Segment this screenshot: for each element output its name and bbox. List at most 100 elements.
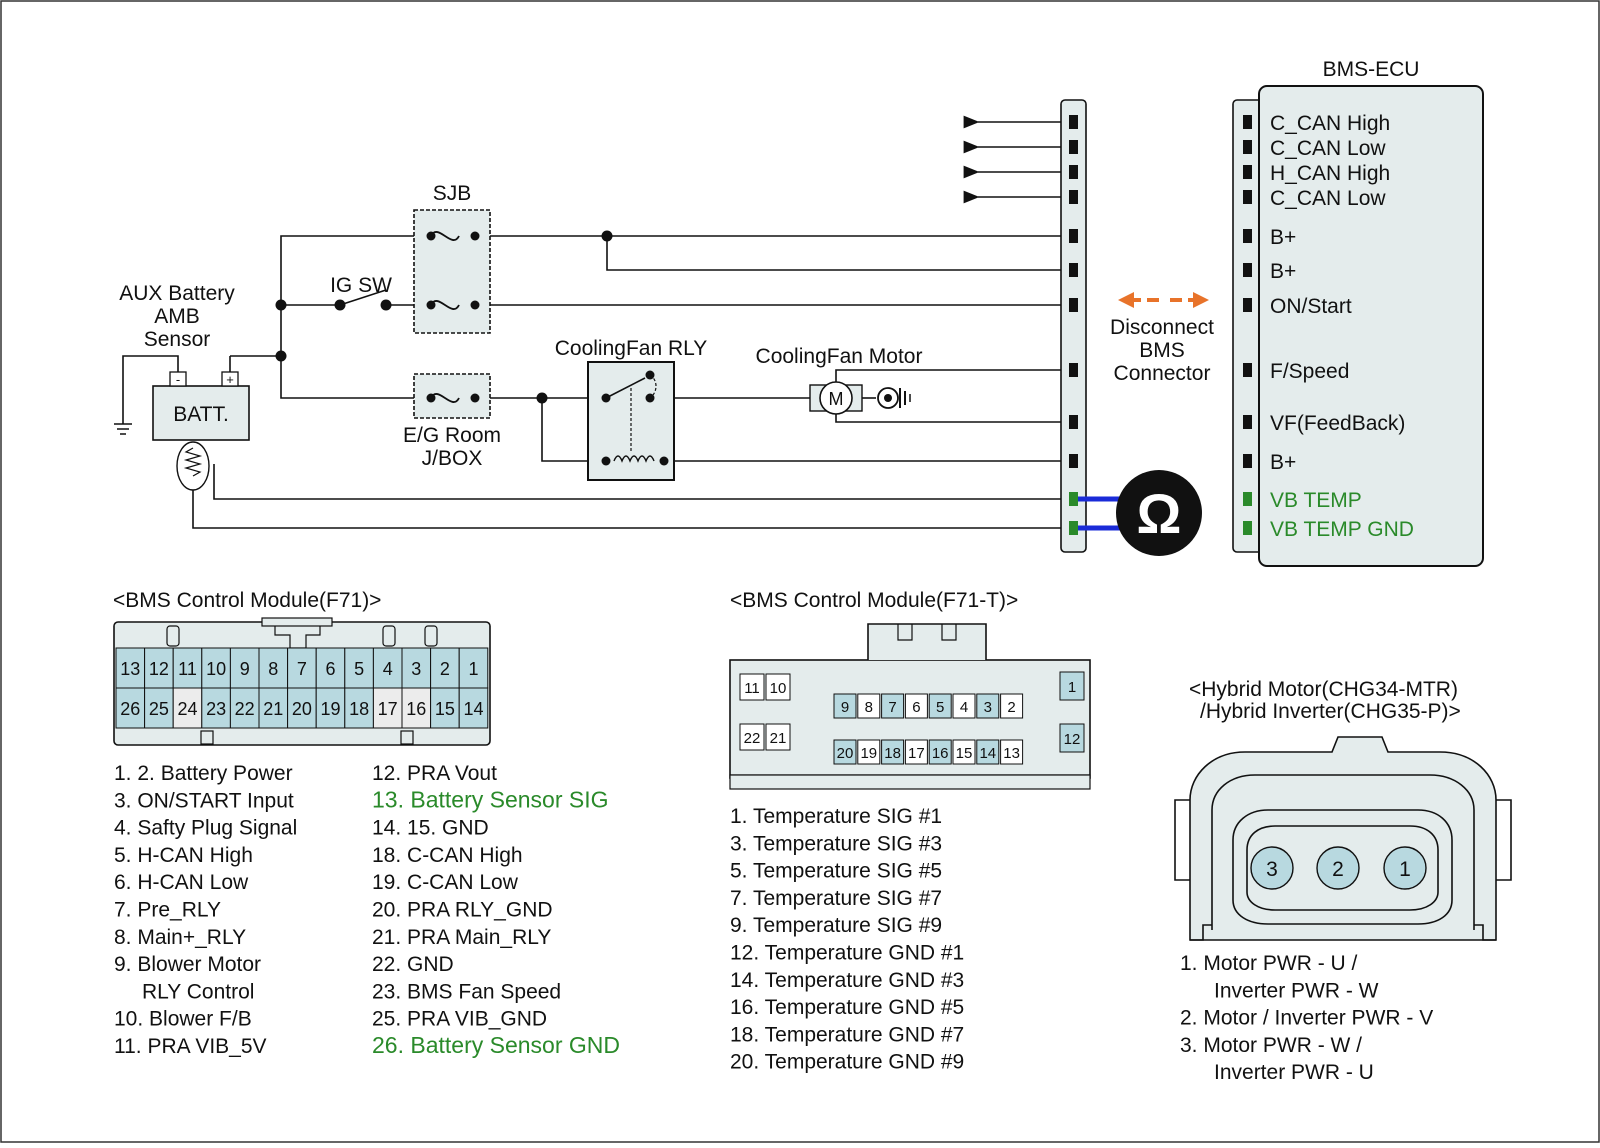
aux-sensor-label-1: AUX Battery xyxy=(119,282,235,305)
f71-legend-item: 10. Blower F/B xyxy=(114,1008,252,1031)
f71-pin xyxy=(115,687,146,729)
hybrid-legend-item: 3. Motor PWR - W / xyxy=(1180,1034,1362,1057)
ecu-pin-label: ON/Start xyxy=(1270,295,1352,318)
hybrid-legend-item: Inverter PWR - U xyxy=(1214,1061,1374,1084)
ig-switch-blade xyxy=(339,289,387,306)
ecu-pin xyxy=(1243,492,1252,506)
f71-pin xyxy=(172,687,203,729)
f71-pin-label: 8 xyxy=(268,659,278,679)
f71t-pin xyxy=(881,693,905,719)
f71t-pin-label: 9 xyxy=(841,699,849,716)
hybrid-pin xyxy=(1250,846,1294,890)
eg-room-label-1: E/G Room xyxy=(403,424,501,447)
f71-pin-label: 5 xyxy=(354,659,364,679)
f71t-pin xyxy=(833,693,857,719)
f71t-pin-label: 18 xyxy=(884,745,901,762)
f71t-legend-item: 3. Temperature SIG #3 xyxy=(730,832,942,855)
f71-legend-item: 26. Battery Sensor GND xyxy=(372,1032,620,1058)
f71t-pin xyxy=(857,693,881,719)
ecu-pin xyxy=(1243,521,1252,535)
f71t-pin xyxy=(857,739,881,765)
f71-pin xyxy=(372,687,403,729)
f71t-pin xyxy=(765,723,791,751)
ecu-pin-label: B+ xyxy=(1270,226,1296,249)
f71-pin-label: 13 xyxy=(120,659,140,679)
hybrid-connector xyxy=(1174,736,1512,941)
ecu-pin-label: B+ xyxy=(1270,451,1296,474)
motor-m-label: M xyxy=(829,389,844,409)
f71t-pin-label: 17 xyxy=(908,745,925,762)
f71t-pin xyxy=(928,739,952,765)
f71t-pin-label: 22 xyxy=(744,730,761,747)
f71-title: <BMS Control Module(F71)> xyxy=(113,589,381,612)
f71t-pin-label: 3 xyxy=(984,699,992,716)
harness-pin xyxy=(1069,263,1078,277)
f71-pin-label: 20 xyxy=(292,699,312,719)
disconnect-label-1: Disconnect xyxy=(1110,316,1214,339)
f71-pin-label: 17 xyxy=(378,699,398,719)
f71-pin xyxy=(344,687,374,729)
cooling-fan-relay xyxy=(587,361,675,481)
f71t-pin-label: 12 xyxy=(1064,731,1081,748)
ecu-pin xyxy=(1243,115,1252,129)
f71-pin-label: 25 xyxy=(149,699,169,719)
ecu-pin-label: VB TEMP xyxy=(1270,489,1362,512)
f71-pin xyxy=(430,687,460,729)
f71t-pin-label: 4 xyxy=(960,699,968,716)
f71-legend-item: 1. 2. Battery Power xyxy=(114,762,293,785)
harness-pin xyxy=(1069,298,1078,312)
hybrid-legend-item: 1. Motor PWR - U / xyxy=(1180,952,1358,975)
harness-pin xyxy=(1069,229,1078,243)
f71t-legend-item: 5. Temperature SIG #5 xyxy=(730,860,942,883)
ecu-pin-label: F/Speed xyxy=(1270,360,1349,383)
f71-legend-item: 13. Battery Sensor SIG xyxy=(372,786,609,812)
f71t-legend-item: 1. Temperature SIG #1 xyxy=(730,805,942,828)
f71t-pin xyxy=(952,739,976,765)
f71t-pin xyxy=(1000,693,1024,719)
f71-legend-item: 5. H-CAN High xyxy=(114,844,253,867)
hybrid-pin xyxy=(1316,846,1360,890)
f71t-pin xyxy=(765,673,791,701)
ohm-symbol: Ω xyxy=(1137,482,1182,545)
f71-pin xyxy=(344,647,374,689)
f71t-legend-item: 20. Temperature GND #9 xyxy=(730,1051,964,1074)
f71-pin-label: 6 xyxy=(325,659,335,679)
f71-pin-label: 23 xyxy=(206,699,226,719)
disconnect-label-2: BMS xyxy=(1139,339,1185,362)
f71t-legend-item: 18. Temperature GND #7 xyxy=(730,1023,964,1046)
f71-legend-item: 3. ON/START Input xyxy=(114,789,294,812)
wire-eg-feed xyxy=(280,356,414,399)
sjb-label: SJB xyxy=(433,182,472,205)
f71-legend-item: 18. C-CAN High xyxy=(372,844,523,867)
ecu-pin xyxy=(1243,363,1252,377)
f71t-pin xyxy=(1059,671,1085,701)
f71-pin xyxy=(287,647,317,689)
hybrid-pin-label: 2 xyxy=(1332,858,1344,881)
ecu-pin-label: C_CAN Low xyxy=(1270,187,1386,210)
f71t-pin xyxy=(928,693,952,719)
aux-sensor-label-3: Sensor xyxy=(144,328,211,351)
harness-pin xyxy=(1069,363,1078,377)
aux-sensor-label-2: AMB xyxy=(154,305,200,328)
ohmmeter-icon xyxy=(1116,470,1202,556)
f71t-pin xyxy=(739,723,765,751)
f71t-legend-item: 16. Temperature GND #5 xyxy=(730,996,964,1019)
batt-minus-label: - xyxy=(176,372,180,387)
ecu-pin-label: VB TEMP GND xyxy=(1270,518,1414,541)
battery xyxy=(152,371,250,491)
hybrid-legend-item: 2. Motor / Inverter PWR - V xyxy=(1180,1007,1433,1030)
ecu-pin-label: C_CAN High xyxy=(1270,112,1390,135)
f71-pin-label: 7 xyxy=(297,659,307,679)
f71-pin xyxy=(287,687,317,729)
f71t-pin-label: 20 xyxy=(837,745,854,762)
f71-pin-label: 2 xyxy=(440,659,450,679)
f71-legend-item: 9. Blower Motor xyxy=(114,953,261,976)
f71-legend-item: 4. Safty Plug Signal xyxy=(114,817,297,840)
f71t-legend-item: 14. Temperature GND #3 xyxy=(730,969,964,992)
